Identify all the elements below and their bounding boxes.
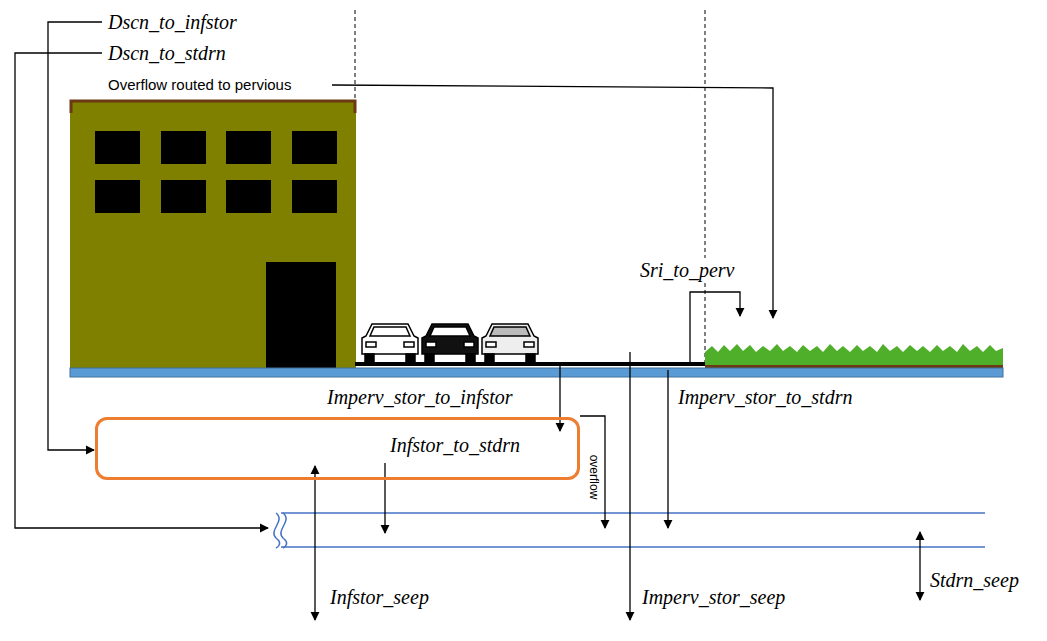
label: Sri_to_perv bbox=[638, 258, 736, 282]
flow-label: overflow bbox=[587, 455, 601, 500]
label: Infstor_seep bbox=[330, 585, 429, 609]
building bbox=[70, 101, 356, 370]
ground-band bbox=[70, 368, 1003, 377]
storage-box: Infstor_to_stdrn bbox=[95, 417, 580, 480]
label: Imperv_stor_to_stdrn bbox=[678, 385, 852, 409]
flow-arrows bbox=[15, 22, 920, 620]
label: Imperv_stor_to_infstor bbox=[327, 385, 513, 409]
grass bbox=[705, 344, 1003, 368]
label: Imperv_stor_seep bbox=[642, 585, 785, 609]
label: Stdrn_seep bbox=[930, 568, 1019, 592]
cars bbox=[362, 324, 538, 363]
label: Dscn_to_infstor bbox=[108, 10, 237, 34]
note-text: Overflow routed to pervious bbox=[108, 76, 291, 94]
box-label: Infstor_to_stdrn bbox=[390, 433, 520, 457]
pavement bbox=[355, 362, 705, 366]
label: Dscn_to_stdrn bbox=[108, 41, 226, 65]
divider-line bbox=[705, 10, 706, 366]
